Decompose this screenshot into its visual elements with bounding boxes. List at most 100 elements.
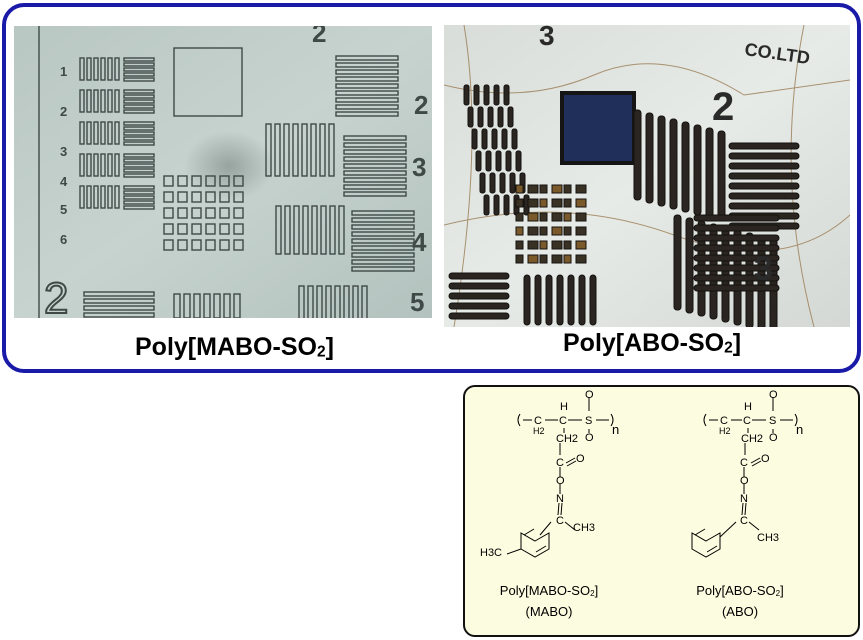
- pattern-cell: [177, 191, 188, 203]
- pattern-bar: [589, 274, 597, 326]
- pattern-bar: [501, 128, 508, 150]
- right-digit-2: 2: [712, 85, 734, 129]
- pattern-cell: [205, 239, 216, 251]
- left-atom-c3: C: [556, 457, 564, 469]
- pattern-cell: [527, 184, 539, 194]
- pattern-cell: [205, 223, 216, 235]
- pattern-bar: [83, 305, 155, 311]
- pattern-bar: [483, 84, 490, 106]
- pattern-bar: [123, 173, 155, 178]
- pattern-bar: [493, 194, 500, 216]
- left-digit-5: 5: [60, 202, 67, 217]
- pattern-bar: [83, 291, 155, 297]
- left-atom-o-ester: O: [556, 475, 565, 487]
- pattern-cell: [539, 240, 548, 250]
- pattern-cell: [527, 254, 539, 264]
- pattern-bar: [114, 121, 120, 145]
- pattern-bar: [335, 69, 399, 75]
- pattern-bar: [351, 238, 415, 244]
- left-atom-h: H: [560, 401, 568, 413]
- pattern-cell: [177, 239, 188, 251]
- pattern-bar: [79, 57, 85, 81]
- right-atom-h2: H2: [719, 426, 731, 436]
- left-atom-n-subscript: n: [612, 422, 619, 437]
- pattern-bar: [123, 57, 155, 62]
- pattern-bar: [515, 150, 522, 172]
- pattern-cell: [551, 226, 563, 236]
- pattern-bar: [343, 170, 407, 176]
- pattern-bar: [107, 153, 113, 177]
- pattern-bar: [213, 293, 221, 318]
- pattern-cell: [233, 239, 244, 251]
- pattern-bar: [203, 293, 211, 318]
- pattern-bar: [343, 177, 407, 183]
- pattern-bar: [693, 214, 780, 222]
- pattern-bar: [223, 293, 231, 318]
- pattern-cell: [233, 207, 244, 219]
- pattern-cell: [575, 198, 587, 208]
- pattern-bar: [493, 84, 500, 106]
- left-digit-4: 4: [60, 174, 68, 189]
- pattern-bar: [693, 254, 780, 262]
- right-atom-h: H: [744, 401, 752, 413]
- pattern-cell: [539, 254, 548, 264]
- pattern-bar: [293, 205, 300, 255]
- pattern-bar: [310, 123, 317, 177]
- right-polymer-name: Poly[ABO-SO2]: [696, 583, 784, 598]
- pattern-bar: [448, 272, 510, 280]
- pattern-bar: [499, 172, 506, 194]
- pattern-bar: [448, 292, 510, 300]
- left-digit-bottom-2: 2: [44, 274, 68, 318]
- pattern-cell: [205, 175, 216, 187]
- pattern-bar: [100, 121, 106, 145]
- pattern-bar: [507, 106, 514, 128]
- pattern-cell: [233, 191, 244, 203]
- pattern-bar: [693, 264, 780, 272]
- pattern-bar: [123, 141, 155, 146]
- pattern-bar: [123, 99, 155, 104]
- pattern-bar: [545, 274, 553, 326]
- pattern-cell: [551, 212, 563, 222]
- pattern-bar: [351, 210, 415, 216]
- pattern-bar: [325, 285, 332, 318]
- pattern-bar: [123, 126, 155, 131]
- pattern-bar: [83, 312, 155, 318]
- pattern-bar: [86, 89, 92, 113]
- pattern-bar: [335, 62, 399, 68]
- pattern-bar: [473, 84, 480, 106]
- pattern-bar: [335, 55, 399, 61]
- pattern-bar: [505, 150, 512, 172]
- pattern-bar: [351, 266, 415, 272]
- pattern-cell: [539, 212, 548, 222]
- pattern-bar: [728, 142, 800, 150]
- pattern-bar: [107, 89, 113, 113]
- left-atom-h3c: H3C: [480, 547, 502, 559]
- pattern-bar: [487, 106, 494, 128]
- pattern-bar: [728, 152, 800, 160]
- pattern-bar: [669, 118, 678, 210]
- pattern-cell: [551, 254, 563, 264]
- left-digit-1: 1: [60, 64, 67, 79]
- pattern-bar: [728, 182, 800, 190]
- pattern-bar: [351, 252, 415, 258]
- left-digit-6: 6: [60, 232, 67, 247]
- pattern-bar: [343, 149, 407, 155]
- pattern-bar: [123, 158, 155, 163]
- left-polymer-abbr: (MABO): [525, 604, 573, 619]
- left-atom-o-carbonyl: O: [576, 453, 585, 465]
- pattern-bar: [495, 150, 502, 172]
- pattern-bar: [107, 121, 113, 145]
- left-atom-n: N: [556, 493, 564, 505]
- pattern-bar: [123, 109, 155, 114]
- pattern-bar: [693, 284, 780, 292]
- pattern-cell: [515, 240, 524, 250]
- pattern-bar: [481, 128, 488, 150]
- pattern-cell: [527, 226, 539, 236]
- pattern-cell: [575, 212, 587, 222]
- pattern-cell: [551, 184, 563, 194]
- pattern-bar: [86, 153, 92, 177]
- pattern-bar: [335, 83, 399, 89]
- pattern-bar: [123, 94, 155, 99]
- pattern-cell: [551, 198, 563, 208]
- pattern-bar: [338, 205, 345, 255]
